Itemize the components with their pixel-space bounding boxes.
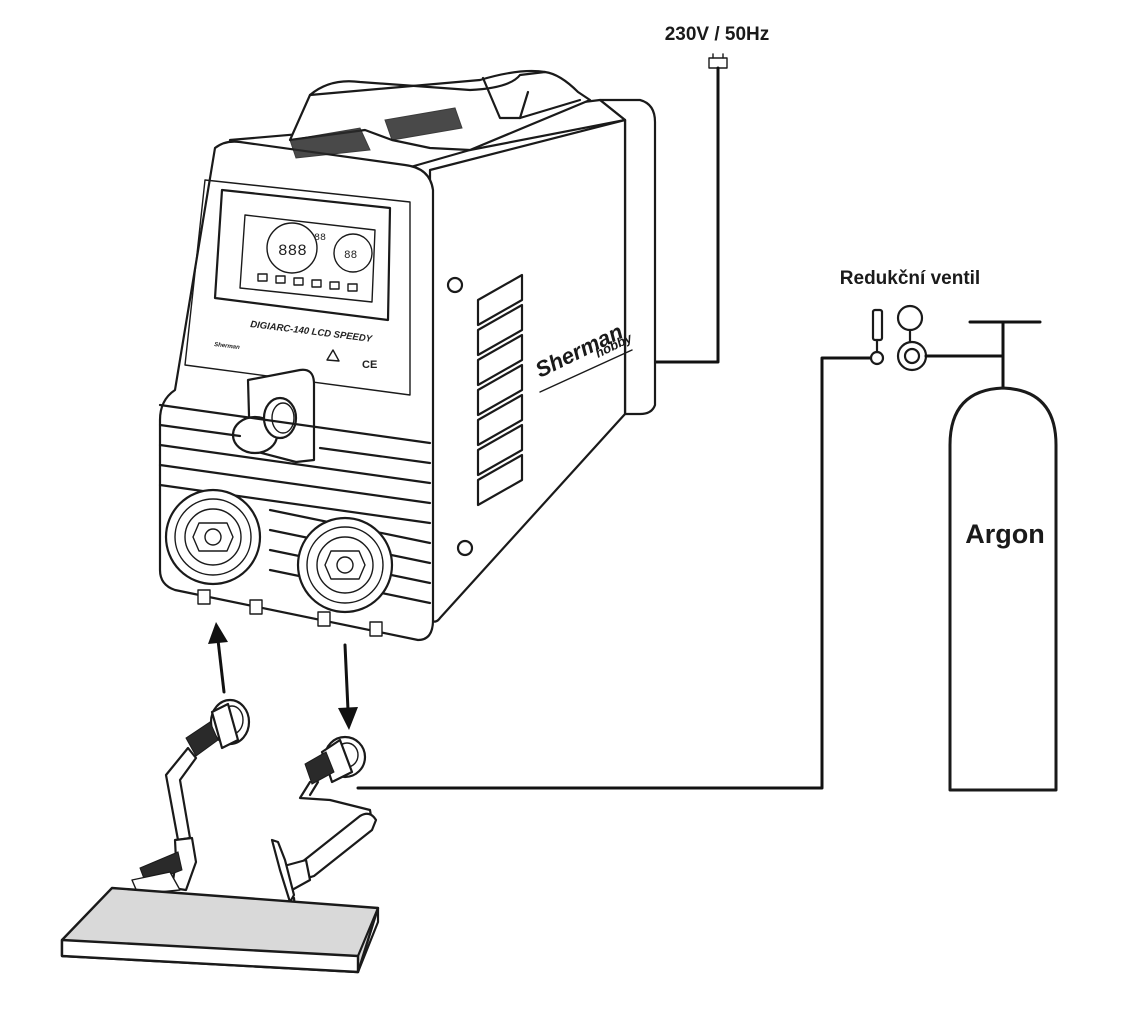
torch-connector bbox=[304, 735, 367, 785]
cylinder-label: Argon bbox=[965, 519, 1044, 549]
argon-cylinder: Argon bbox=[948, 320, 1058, 792]
lcd-mid-readout: 88 bbox=[314, 233, 326, 244]
lcd-mode-icons bbox=[257, 273, 358, 292]
panel-brand: Sherman bbox=[214, 342, 241, 351]
lcd-right-readout: 88 bbox=[344, 250, 357, 262]
lcd-left-readout: 888 bbox=[278, 242, 307, 260]
left-output-socket bbox=[164, 488, 262, 586]
power-plug-icon bbox=[708, 53, 728, 69]
pressure-regulator: Redukční ventil bbox=[840, 268, 1005, 372]
lcd-display: 888 88 88 bbox=[213, 188, 392, 322]
earth-clamp-cable bbox=[131, 698, 251, 895]
pressure-gauge-icon bbox=[896, 304, 928, 372]
flowmeter-icon bbox=[869, 308, 885, 366]
power-supply: 230V / 50Hz bbox=[654, 24, 770, 364]
ce-mark: CE bbox=[362, 359, 377, 371]
connection-arrow-down bbox=[338, 643, 358, 730]
tig-torch-assembly bbox=[270, 735, 378, 920]
right-output-socket bbox=[296, 516, 394, 614]
gas-hose bbox=[356, 356, 872, 790]
power-cable bbox=[654, 66, 720, 364]
regulator-label: Redukční ventil bbox=[840, 268, 980, 289]
earth-clamp-icon bbox=[131, 836, 198, 895]
warning-icon bbox=[326, 349, 340, 362]
cylinder-body bbox=[948, 386, 1058, 792]
side-vents bbox=[476, 273, 524, 507]
machine-feet bbox=[197, 589, 383, 637]
welding-machine: Sherman hobby 888 88 88 bbox=[158, 69, 657, 642]
earth-connector bbox=[185, 698, 251, 757]
workpiece bbox=[60, 886, 380, 974]
connection-arrow-up bbox=[208, 622, 228, 694]
control-knob-icon bbox=[231, 368, 316, 464]
carry-handle bbox=[288, 69, 592, 159]
power-label: 230V / 50Hz bbox=[665, 24, 770, 45]
